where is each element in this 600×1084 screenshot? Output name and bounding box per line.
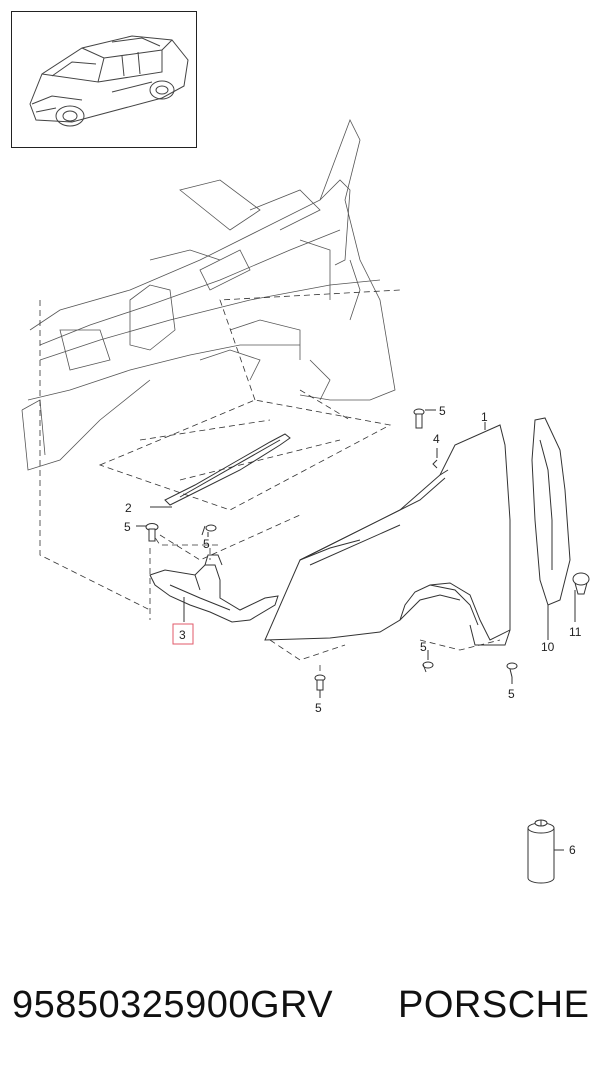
callout-5-seal: 5 bbox=[203, 537, 210, 551]
callout-3-highlighted: 3 bbox=[172, 623, 194, 645]
callout-1: 1 bbox=[481, 410, 488, 424]
trim-panel-part-10 bbox=[531, 417, 571, 640]
callout-4: 4 bbox=[433, 432, 440, 446]
assembly-guide-lines bbox=[39, 289, 501, 680]
vehicle-thumbnail-drawing bbox=[29, 35, 189, 127]
callout-11: 11 bbox=[569, 625, 582, 639]
clip-part-11 bbox=[572, 572, 590, 622]
callout-2: 2 bbox=[125, 501, 132, 515]
callout-3: 3 bbox=[179, 628, 186, 642]
screw-top-fender bbox=[413, 408, 436, 429]
callout-5-left: 5 bbox=[124, 520, 131, 534]
cylinder-part-6 bbox=[527, 819, 564, 884]
exploded-parts-diagram: 1 2 4 5 5 5 5 5 5 6 10 11 3 bbox=[21, 119, 590, 884]
callout-labels: 1 2 4 5 5 5 5 5 5 6 10 11 3 bbox=[124, 404, 582, 857]
seal-strip-part-2 bbox=[150, 433, 291, 508]
screw-wheel-arch-left bbox=[422, 650, 434, 673]
screw-fasteners-part-5 bbox=[136, 408, 518, 698]
screw-seal bbox=[201, 524, 217, 537]
callout-5-top: 5 bbox=[439, 404, 446, 418]
body-structure bbox=[21, 119, 396, 471]
part-number: 95850325900GRV bbox=[12, 984, 334, 1026]
callout-6: 6 bbox=[569, 843, 576, 857]
clip-part-4 bbox=[432, 448, 438, 469]
vehicle-thumbnail bbox=[11, 11, 197, 148]
callout-5-bottom: 5 bbox=[315, 701, 322, 715]
fender-part-1 bbox=[264, 422, 511, 646]
callout-10: 10 bbox=[541, 640, 555, 654]
brand-name: PORSCHE bbox=[398, 984, 590, 1026]
screw-fender-bottom bbox=[314, 674, 326, 698]
screw-left-bracket bbox=[136, 523, 159, 542]
callout-5-arch-left: 5 bbox=[420, 640, 427, 654]
callout-5-arch-right: 5 bbox=[508, 687, 515, 701]
bracket-part-3 bbox=[149, 554, 279, 623]
screw-wheel-arch-right bbox=[506, 662, 518, 684]
